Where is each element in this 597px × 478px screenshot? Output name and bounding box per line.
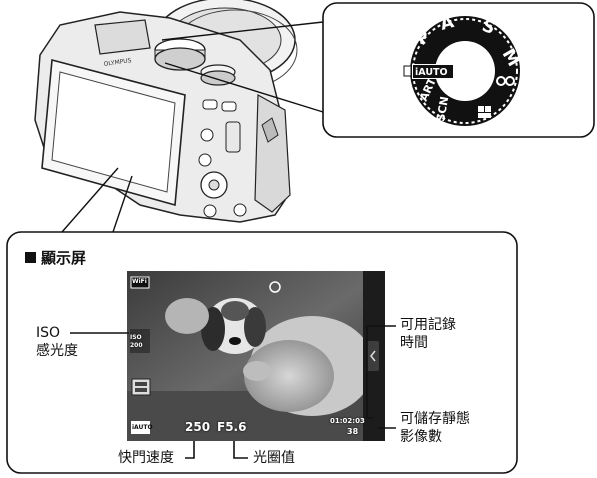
dial-mode-a: A	[438, 12, 457, 35]
storable-callout-line1: 可儲存靜態	[400, 411, 470, 427]
shots-remaining: 38	[347, 427, 359, 436]
shutter-callout: 快門速度	[118, 450, 174, 466]
svg-text:OLYMPUS: OLYMPUS	[103, 57, 132, 68]
movie-icon	[496, 76, 515, 86]
section-title: 顯示屏	[41, 249, 87, 267]
recording-callout-line2: 時間	[400, 335, 428, 351]
monitor-screen: WiFi ISO 200 iAUTO 250 F5.6 01:02:03 38	[127, 271, 385, 441]
iso-callout-line1: ISO	[36, 325, 61, 341]
aperture-callout: 光圈值	[253, 450, 295, 466]
photo-story-icon	[478, 106, 491, 118]
face-detect-icon	[269, 281, 281, 293]
storable-callout-line2: 影像數	[400, 429, 442, 445]
square-bullet-icon	[25, 252, 36, 263]
camera-illustration: OLYMPUS	[34, 0, 298, 223]
live-view-photo	[127, 271, 385, 441]
iauto-badge: iAUTO	[132, 424, 153, 431]
iso-callout-line2: 感光度	[36, 343, 78, 359]
aperture-value: F5.6	[217, 420, 247, 434]
dial-callout-lines	[161, 21, 324, 113]
screen-callout-lines	[61, 167, 133, 233]
recording-callout-line1: 可用記錄	[400, 317, 456, 333]
screen-section-frame	[6, 231, 518, 474]
section-heading: 顯示屏	[25, 247, 86, 268]
recording-time: 01:02:03	[330, 417, 365, 425]
shutter-value: 250	[185, 420, 211, 434]
dial-mode-scn: SCN	[434, 95, 451, 122]
mode-dial-graphic: P A S M ART SCN iAUTO	[403, 12, 523, 126]
wifi-badge: WiFi	[132, 278, 147, 285]
iso-readout: ISO 200	[130, 334, 143, 349]
dial-iauto-label: iAUTO	[415, 67, 448, 78]
